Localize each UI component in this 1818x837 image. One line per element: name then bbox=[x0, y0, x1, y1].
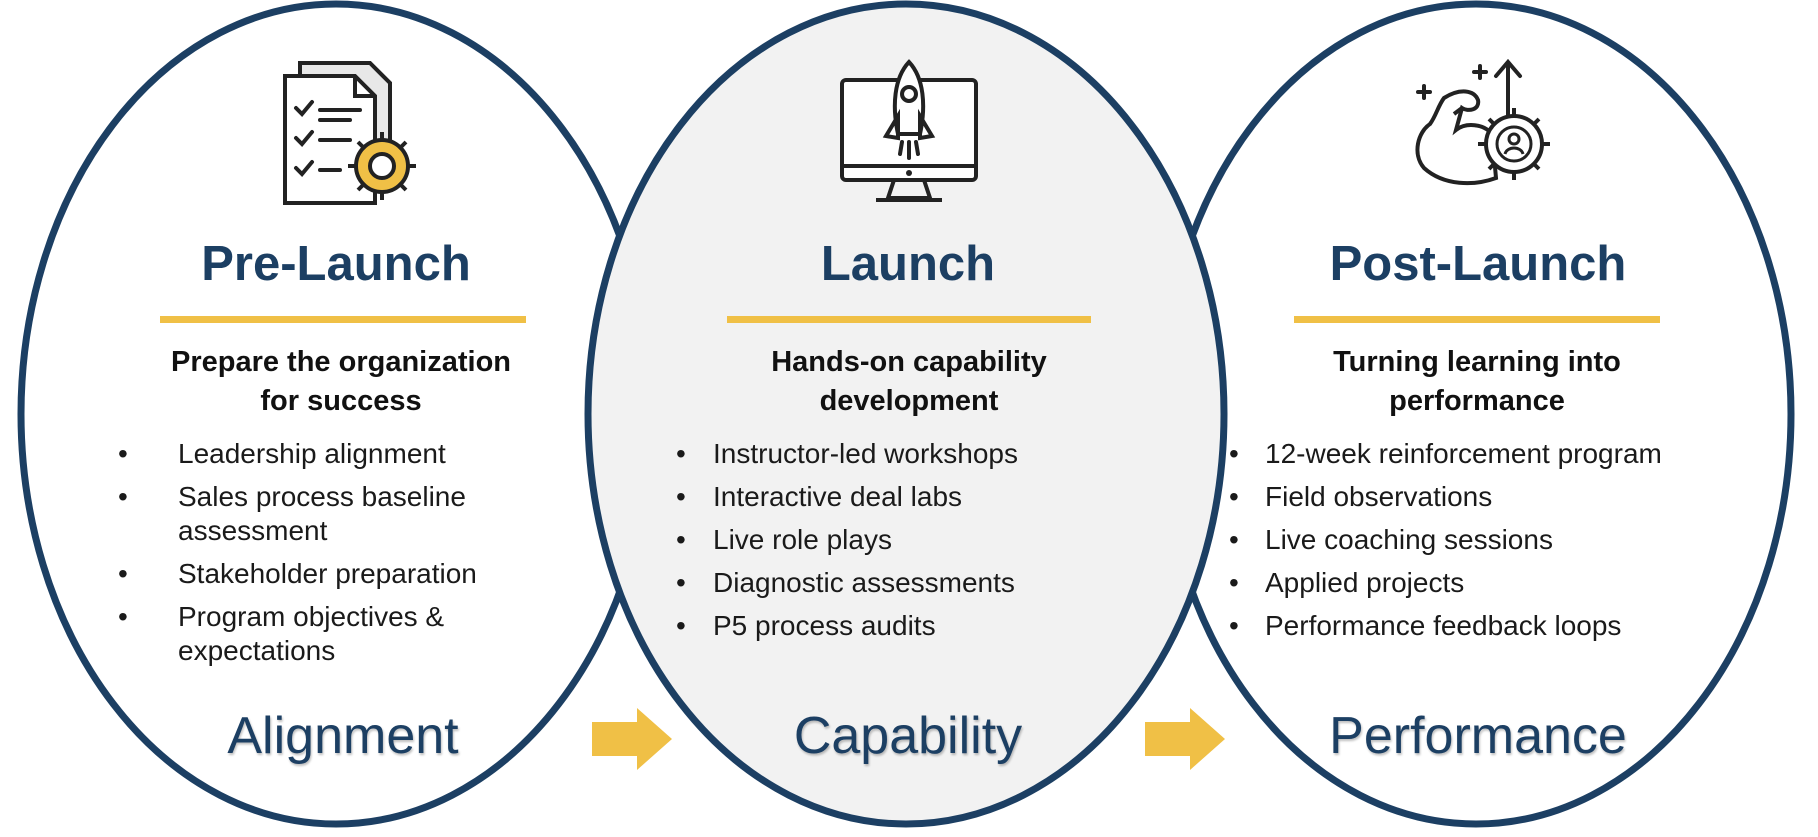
list-item: Live coaching sessions bbox=[1229, 523, 1729, 557]
title-underline bbox=[727, 316, 1091, 323]
list-item: P5 process audits bbox=[676, 609, 1096, 643]
bullet-list: Leadership alignment Sales process basel… bbox=[118, 437, 558, 677]
right-arrow-icon bbox=[1145, 708, 1225, 770]
phase-outcome: Capability bbox=[793, 707, 1023, 765]
phase-title: Launch bbox=[820, 237, 996, 291]
list-item: Live role plays bbox=[676, 523, 1096, 557]
phase-outcome: Performance bbox=[1329, 707, 1627, 765]
list-item: Diagnostic assessments bbox=[676, 566, 1096, 600]
title-underline bbox=[160, 316, 526, 323]
bullet-list: Instructor-led workshops Interactive dea… bbox=[676, 437, 1096, 652]
phase-title: Post-Launch bbox=[1329, 237, 1627, 291]
phase-subtitle: Hands-on capability development bbox=[771, 346, 1047, 417]
phase-title: Pre-Launch bbox=[201, 237, 471, 291]
list-item: Leadership alignment bbox=[118, 437, 558, 471]
phase-outcome: Alignment bbox=[227, 707, 459, 765]
rocket-monitor-icon bbox=[840, 59, 978, 202]
list-item: Performance feedback loops bbox=[1229, 609, 1729, 643]
list-item: Instructor-led workshops bbox=[676, 437, 1096, 471]
checklist-gear-icon bbox=[283, 61, 416, 205]
list-item: Stakeholder preparation bbox=[118, 557, 558, 591]
list-item: 12-week reinforcement program bbox=[1229, 437, 1729, 471]
list-item: Program objectives &expectations bbox=[118, 600, 558, 668]
phase-subtitle: Turning learning into performance bbox=[1333, 346, 1621, 417]
list-item: Interactive deal labs bbox=[676, 480, 1096, 514]
right-arrow-icon bbox=[592, 708, 672, 770]
list-item: Field observations bbox=[1229, 480, 1729, 514]
bullet-list: 12-week reinforcement program Field obse… bbox=[1229, 437, 1729, 652]
title-underline bbox=[1294, 316, 1660, 323]
phase-subtitle: Prepare the organization for success bbox=[170, 346, 511, 417]
list-item: Applied projects bbox=[1229, 566, 1729, 600]
strength-growth-icon bbox=[1415, 58, 1550, 186]
